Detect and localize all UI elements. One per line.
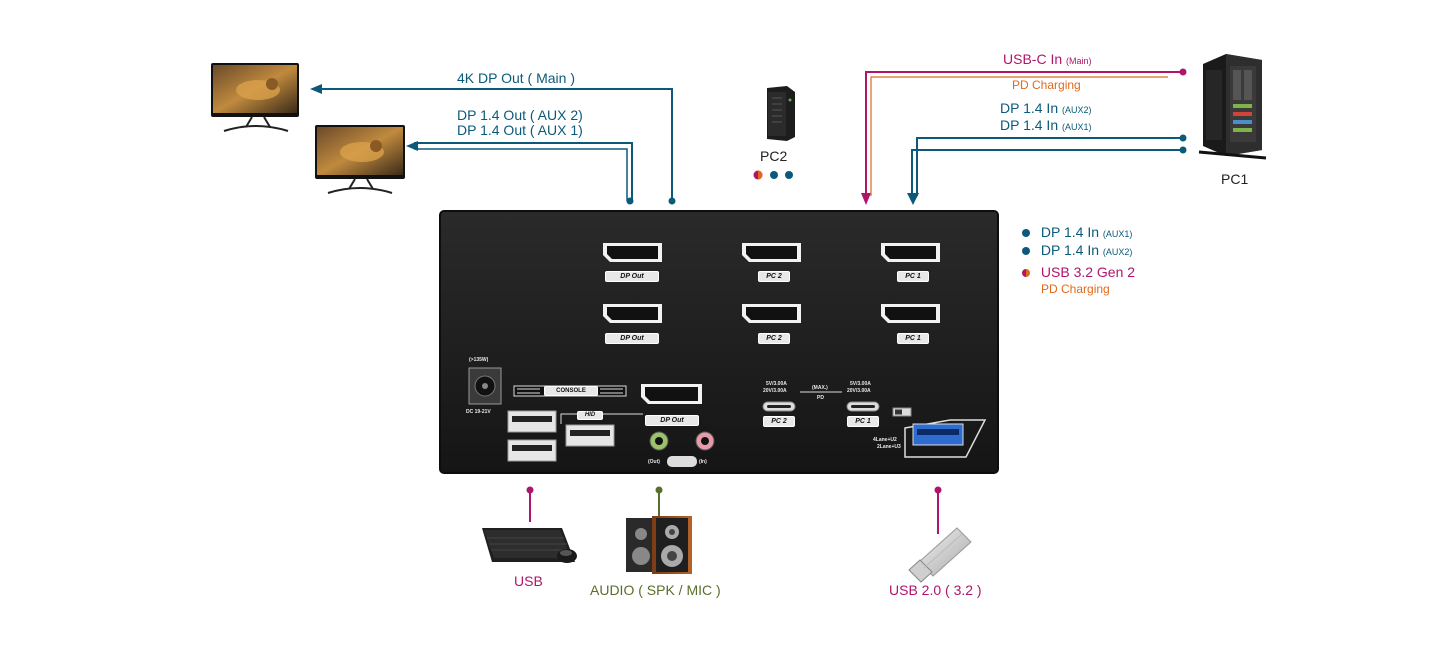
console-label: CONSOLE [544,386,598,396]
lane-mode-2-text: 2Lane+U3 [877,444,901,450]
dp-out-port-1 [603,243,662,262]
line-dp-in-aux1 [911,149,1183,196]
console-dp-port [641,384,702,404]
pc2-label: PC2 [760,148,788,164]
monitor-main-icon [211,63,299,132]
port-tag-pc1: PC 1 [897,271,929,282]
legend-text: DP 1.4 In [1040,242,1100,258]
lane-mode-1-text: 4Lane+U2 [873,437,897,443]
pd-charging-label: PD Charging [1012,78,1081,92]
pc1-dp-port-1 [881,243,940,262]
dc-rating-text: DC 19-21V [466,409,491,415]
kvm-rear-panel [439,210,999,474]
legend-item-aux1: DP 1.4 In (AUX1) [1022,224,1132,240]
legend-sub: (AUX2) [1102,247,1133,257]
usb-32-port-frame [904,419,987,458]
usbc-in-label: USB-C In (Main) [1003,51,1092,67]
line-usbc-in [865,71,1183,196]
port-tag-console-dp: DP Out [645,415,699,426]
legend-dot-icon [1022,269,1030,277]
legend-text: DP 1.4 In [1040,224,1100,240]
dp-in-aux1-sub: (AUX1) [1062,122,1092,132]
dp-main-out-label: 4K DP Out ( Main ) [457,70,576,86]
line-dp-aux2 [414,142,633,201]
usb-a-port-2 [507,439,557,462]
legend-sub: (AUX1) [1102,229,1133,239]
port-tag-pc1: PC 1 [897,333,929,344]
pc1-label: PC1 [1221,171,1249,187]
usb-a-hid-port [565,424,615,447]
legend-dot-icon [1022,247,1030,255]
arrow-dp-main [310,84,322,94]
dot-dp-in-aux1 [1179,146,1187,154]
pc1-usbc-spec-2: 20V/3.00A [847,388,871,394]
dot-usbc-in [1179,68,1187,76]
pc1-tower-icon [1198,54,1267,160]
dp-aux2-out-label: DP 1.4 Out ( AUX 2) [457,107,583,123]
pc2-dp-dot-icon [770,171,778,179]
usbc-in-sub: (Main) [1066,56,1092,66]
pc2-usbc-spec-1: 5V/3.00A [766,381,787,387]
pc2-usbc-spec-2: 20V/3.00A [763,388,787,394]
usb-device-label: USB [514,573,543,589]
port-tag-pc2-usbc: PC 2 [763,416,795,427]
pc1-dp-port-2 [881,304,940,323]
dot-dp-in-aux2 [1179,134,1187,142]
audio-in-text: (In) [699,459,707,465]
line-dp-in-aux2 [916,137,1183,196]
dp-in-aux1-text: DP 1.4 In [1000,117,1059,133]
legend-dot-icon [1022,229,1030,237]
usbc-in-text: USB-C In [1003,51,1063,67]
dot-audio [655,486,663,494]
keyboard-mouse-icon [482,528,577,563]
port-tag-dp-out: DP Out [605,333,659,344]
dp-in-aux2-text: DP 1.4 In [1000,100,1059,116]
max-pd-text-1: (MAX.) [812,385,828,391]
pc2-dp-port-1 [742,243,801,262]
dp-aux1-out-label: DP 1.4 Out ( AUX 1) [457,122,583,138]
legend-item-usb32: USB 3.2 Gen 2 [1022,264,1135,280]
usb-a-port-1 [507,410,557,433]
line-dp-main [318,88,673,201]
dp-in-aux1-label: DP 1.4 In (AUX1) [1000,117,1092,133]
pc2-tower-icon [767,86,795,141]
max-pd-text-2: PD [817,395,824,401]
port-tag-pc2: PC 2 [758,271,790,282]
arrow-dp-aux [406,141,418,151]
usb-flash-drive-icon [908,527,972,583]
arrow-usbc-in [861,193,871,205]
pc2-dp-port-2 [742,304,801,323]
legend-text: USB 3.2 Gen 2 [1040,264,1136,280]
audio-out-text: (Out) [648,459,660,465]
port-tag-pc2: PC 2 [758,333,790,344]
usb-flash-label: USB 2.0 ( 3.2 ) [889,582,982,598]
power-rating-text: (>135W) [469,357,489,363]
monitor-aux-icon [315,125,405,194]
pc2-port-dots [753,170,793,180]
connection-lines [310,68,1187,534]
legend-item-pd: PD Charging [1041,282,1110,296]
pc1-usbc-spec-1: 5V/3.00A [850,381,871,387]
dp-in-aux2-sub: (AUX2) [1062,105,1092,115]
audio-device-label: AUDIO ( SPK / MIC ) [590,582,721,598]
pc2-dp-dot-icon [785,171,793,179]
arrow-dp-in [907,193,919,205]
dot-usb-kb [526,486,534,494]
legend-item-aux2: DP 1.4 In (AUX2) [1022,242,1132,258]
line-pd-charging [870,76,1168,196]
port-tag-pc1-usbc: PC 1 [847,416,879,427]
port-tag-hid: HID [577,411,603,420]
dp-out-port-2 [603,304,662,323]
dp-in-aux2-label: DP 1.4 In (AUX2) [1000,100,1092,116]
dot-usb-flash [934,486,942,494]
dot-dp-main [668,197,676,205]
port-tag-dp-out: DP Out [605,271,659,282]
line-dp-aux1 [414,148,628,201]
dot-dp-aux [626,197,634,205]
speakers-icon [626,516,692,574]
